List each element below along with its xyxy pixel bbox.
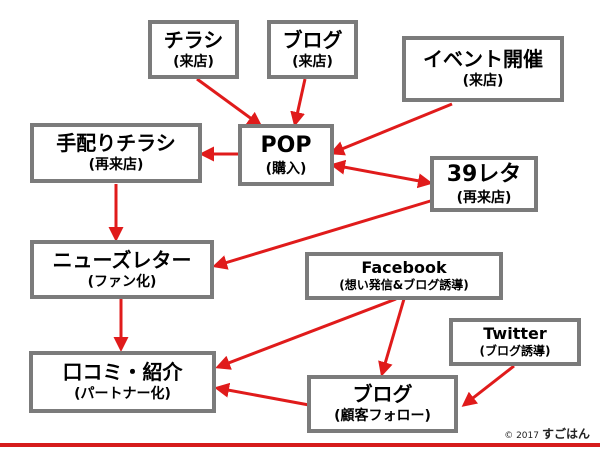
arrow-twitter-to-blog [461,364,515,407]
node-facebook-sub: (想い発信&ブログ誘導) [339,278,469,293]
node-event-title: イベント開催 [423,47,543,72]
node-flyer-sub: (来店) [173,53,214,70]
copyright: © 2017 すごはん [504,425,590,442]
arrow-facebook-to-wom [215,297,397,370]
node-handout-sub: (再来店) [88,157,144,174]
node-event-sub: (来店) [462,73,504,90]
node-blog-top-title: ブログ [282,27,343,52]
node-flyer: チラシ (来店) [148,20,239,79]
copyright-text: © 2017 [504,431,539,441]
node-twitter: Twitter (ブログ誘導) [449,318,581,366]
node-twitter-title: Twitter [483,323,547,343]
node-wom: 口コミ・紹介 (パートナー化) [29,351,216,413]
node-blog-bottom-sub: (顧客フォロー) [334,408,431,425]
node-pop-sub: (購入) [265,160,307,177]
node-wom-title: 口コミ・紹介 [62,360,183,385]
brand-logo: すごはん [541,427,590,441]
node-letter39: 39レタ (再来店) [430,156,538,212]
arrow-facebook-to-blog [378,298,406,377]
node-facebook-title: Facebook [361,257,447,277]
node-pop-title: POP [260,133,312,159]
node-blog-bottom-title: ブログ [352,382,413,407]
arrow-blog-to-wom [214,382,310,407]
node-newsletter-title: ニューズレター [52,247,192,272]
arrow-letter39-to-newsletter [212,197,438,270]
footer-divider [0,443,600,447]
node-handout: 手配りチラシ (再来店) [30,123,202,183]
node-facebook: Facebook (想い発信&ブログ誘導) [305,252,503,300]
arrow-blog-to-pop [290,78,307,127]
node-letter39-sub: (再来店) [456,189,512,206]
node-newsletter-sub: (ファン化) [87,273,157,290]
node-twitter-sub: (ブログ誘導) [479,344,551,359]
node-wom-sub: (パートナー化) [74,386,171,403]
arrow-event-to-pop [329,102,453,156]
node-letter39-title: 39レタ [446,162,522,188]
node-pop: POP (購入) [238,124,334,186]
node-handout-title: 手配りチラシ [56,131,176,156]
node-blog-top: ブログ (来店) [267,20,358,79]
node-flyer-title: チラシ [163,27,224,52]
node-event: イベント開催 (来店) [402,36,564,102]
node-newsletter: ニューズレター (ファン化) [30,240,214,299]
node-blog-top-sub: (来店) [292,53,333,70]
node-blog-bottom: ブログ (顧客フォロー) [307,375,458,433]
arrow-pop-letter39 [330,159,433,189]
arrow-flyer-to-pop [196,77,263,127]
